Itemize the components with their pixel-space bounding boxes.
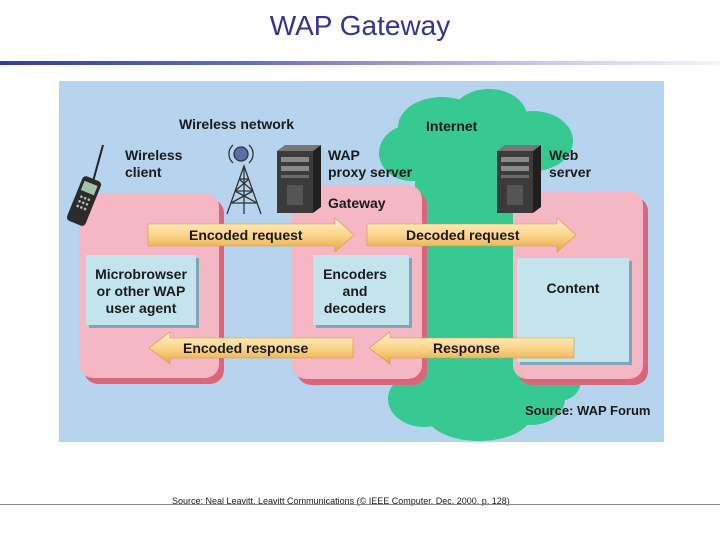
content-label: Content xyxy=(547,280,600,296)
wireless-client-label-line1: Wireless xyxy=(125,147,183,163)
encoded-response-label: Encoded response xyxy=(183,340,308,356)
wap-proxy-label-line1: WAP xyxy=(328,147,360,163)
wireless-network-label: Wireless network xyxy=(179,116,294,132)
decoded-request-label: Decoded request xyxy=(406,227,520,243)
response-arrow xyxy=(368,331,575,365)
gateway-label: Gateway xyxy=(328,195,386,211)
wap-gateway-diagram: Wireless network Internet Wireless clien… xyxy=(59,81,664,442)
microbrowser-box xyxy=(86,255,199,328)
microbrowser-label-line2: or other WAP xyxy=(97,283,186,299)
antenna-tower-icon xyxy=(226,144,262,215)
wap-proxy-server-icon xyxy=(277,145,321,213)
slide-title: WAP Gateway xyxy=(269,10,451,41)
title-divider xyxy=(0,61,720,65)
wap-proxy-label-line2: proxy server xyxy=(328,164,413,180)
encoded-request-label: Encoded request xyxy=(189,227,303,243)
encoders-box xyxy=(313,255,412,328)
web-server-label-line2: server xyxy=(549,164,592,180)
mobile-phone-icon xyxy=(66,144,104,226)
encoded-response-arrow xyxy=(148,331,354,365)
response-label: Response xyxy=(433,340,500,356)
web-server-label-line1: Web xyxy=(549,147,578,163)
web-server-icon xyxy=(497,145,541,213)
encoders-label-line3: decoders xyxy=(324,300,386,316)
encoders-label-line1: Encoders xyxy=(323,266,387,282)
wireless-client-label-line2: client xyxy=(125,164,162,180)
microbrowser-label-line3: user agent xyxy=(106,300,177,316)
encoded-request-arrow xyxy=(147,217,355,253)
source-citation: Source: Neal Leavitt, Leavitt Communicat… xyxy=(172,496,510,506)
encoders-label-line2: and xyxy=(343,283,368,299)
microbrowser-label-line1: Microbrowser xyxy=(95,266,187,282)
internet-label: Internet xyxy=(426,118,478,134)
wap-forum-source-label: Source: WAP Forum xyxy=(525,403,650,418)
decoded-request-arrow xyxy=(366,217,577,253)
footer-divider xyxy=(0,504,720,505)
